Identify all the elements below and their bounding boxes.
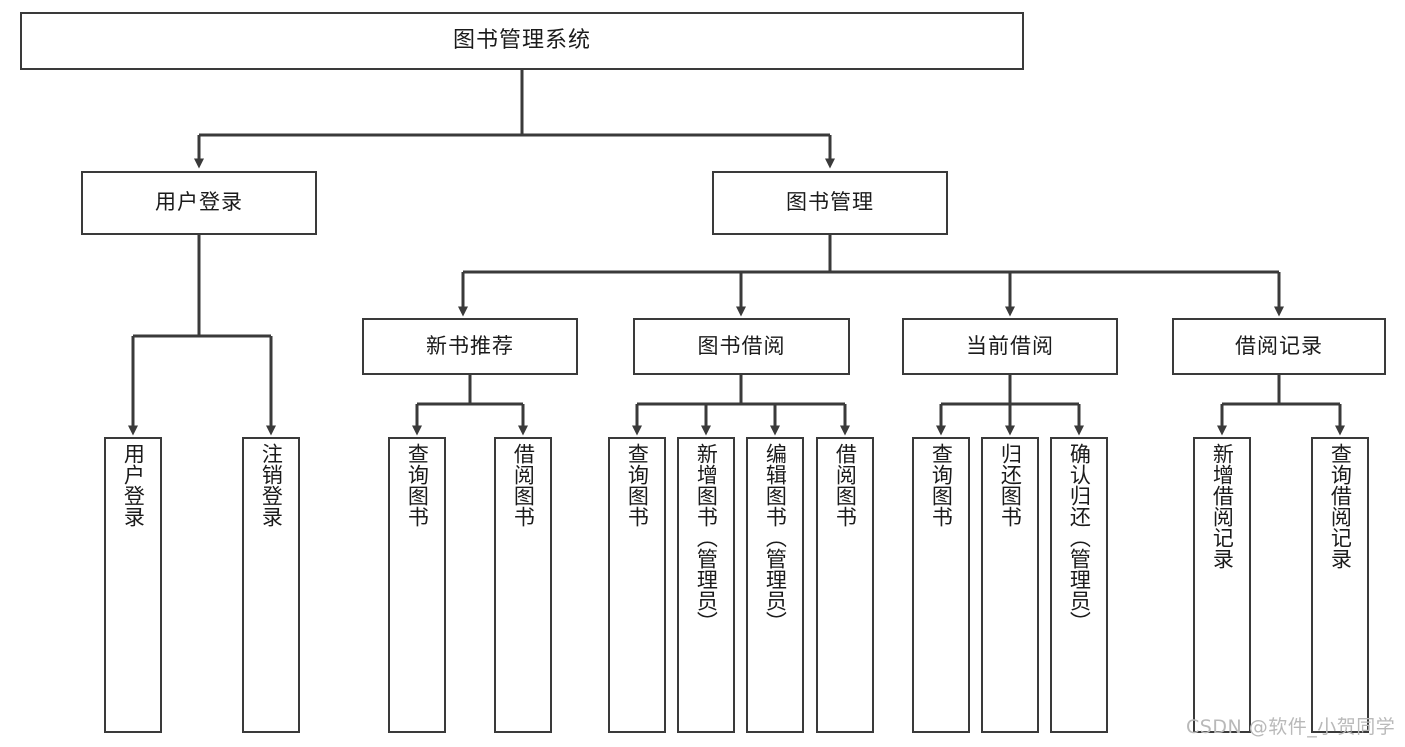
node-leaf-confirm-return-label: 确认归还（管理员）	[1067, 443, 1092, 632]
node-borrow-record[interactable]: 借阅记录	[1172, 318, 1386, 375]
node-user-login-label: 用户登录	[155, 190, 243, 215]
node-leaf-add-book-label: 新增图书（管理员）	[694, 443, 719, 632]
node-leaf-borrow-book-1-label: 借阅图书	[511, 443, 536, 527]
node-book-management[interactable]: 图书管理	[712, 171, 948, 235]
node-leaf-logout-label: 注销登录	[259, 443, 284, 527]
node-book-management-label: 图书管理	[786, 190, 874, 215]
node-leaf-query-book-2-label: 查询图书	[625, 443, 650, 527]
node-leaf-logout[interactable]: 注销登录	[242, 437, 300, 733]
node-leaf-edit-book[interactable]: 编辑图书（管理员）	[746, 437, 804, 733]
node-user-login[interactable]: 用户登录	[81, 171, 317, 235]
node-leaf-return-book-label: 归还图书	[998, 443, 1023, 527]
node-new-book-recommend[interactable]: 新书推荐	[362, 318, 578, 375]
node-leaf-query-record[interactable]: 查询借阅记录	[1311, 437, 1369, 733]
node-book-borrow[interactable]: 图书借阅	[633, 318, 850, 375]
node-leaf-user-login[interactable]: 用户登录	[104, 437, 162, 733]
node-leaf-borrow-book-1[interactable]: 借阅图书	[494, 437, 552, 733]
node-root-label: 图书管理系统	[452, 27, 591, 53]
node-current-borrow-label: 当前借阅	[966, 333, 1054, 358]
node-leaf-user-login-label: 用户登录	[121, 443, 146, 527]
node-leaf-query-book-1-label: 查询图书	[405, 443, 430, 527]
node-leaf-query-record-label: 查询借阅记录	[1328, 443, 1353, 569]
node-new-book-recommend-label: 新书推荐	[426, 333, 514, 358]
node-current-borrow[interactable]: 当前借阅	[902, 318, 1118, 375]
node-borrow-record-label: 借阅记录	[1235, 333, 1323, 358]
node-leaf-confirm-return[interactable]: 确认归还（管理员）	[1050, 437, 1108, 733]
node-book-borrow-label: 图书借阅	[697, 333, 786, 358]
node-leaf-query-book-1[interactable]: 查询图书	[388, 437, 446, 733]
node-leaf-borrow-book-2[interactable]: 借阅图书	[816, 437, 874, 733]
node-leaf-query-book-3-label: 查询图书	[929, 443, 954, 527]
node-leaf-add-record[interactable]: 新增借阅记录	[1193, 437, 1251, 733]
node-leaf-return-book[interactable]: 归还图书	[981, 437, 1039, 733]
node-leaf-add-record-label: 新增借阅记录	[1210, 443, 1235, 569]
node-root[interactable]: 图书管理系统	[20, 12, 1024, 70]
node-leaf-edit-book-label: 编辑图书（管理员）	[763, 443, 788, 632]
node-leaf-query-book-3[interactable]: 查询图书	[912, 437, 970, 733]
node-leaf-query-book-2[interactable]: 查询图书	[608, 437, 666, 733]
node-leaf-add-book[interactable]: 新增图书（管理员）	[677, 437, 735, 733]
csdn-watermark: CSDN @软件_小贺同学	[1186, 716, 1396, 738]
node-leaf-borrow-book-2-label: 借阅图书	[833, 443, 858, 527]
